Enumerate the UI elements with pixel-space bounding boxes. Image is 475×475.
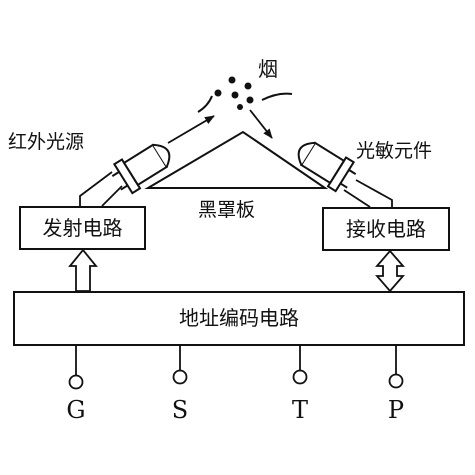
pin-g: G	[66, 345, 86, 424]
emit-signal-arrow	[68, 248, 98, 292]
address-encoding-label: 地址编码电路	[179, 306, 299, 330]
pin-s-label: S	[172, 396, 188, 424]
smoke-swirl-left	[197, 95, 213, 113]
pin-s: S	[172, 345, 188, 424]
address-encoding-box	[13, 291, 465, 346]
ir-emitter-led	[111, 143, 171, 195]
receiver-lead-inner	[343, 189, 371, 208]
scattered-light-arrow	[249, 109, 273, 139]
emitter-lead-outer	[79, 171, 113, 206]
emitted-light-arrow	[167, 115, 215, 144]
smoke-swirl-right	[261, 92, 293, 101]
receive-signal-arrow	[375, 249, 405, 293]
black-cover-label: 黑罩板	[198, 199, 255, 221]
ir-source-label: 红外光源	[8, 131, 84, 153]
emitter-lead-inner	[101, 185, 123, 207]
photo-sensor	[297, 141, 357, 193]
emit-circuit-box	[19, 206, 146, 250]
pin-t-label: T	[292, 396, 308, 424]
pin-p-label: P	[388, 396, 404, 424]
pin-t: T	[292, 345, 308, 424]
black-cover-plate	[144, 130, 329, 189]
receive-circuit-box	[322, 207, 450, 251]
pin-p: P	[388, 345, 404, 424]
smoke-label: 烟	[258, 57, 278, 81]
smoke-particles	[214, 76, 254, 110]
receive-circuit-label: 接收电路	[346, 217, 426, 241]
emit-circuit-label: 发射电路	[43, 216, 123, 240]
photo-sensor-label: 光敏元件	[356, 140, 432, 162]
receiver-lead-outer	[355, 179, 393, 207]
pin-g-label: G	[66, 396, 85, 424]
